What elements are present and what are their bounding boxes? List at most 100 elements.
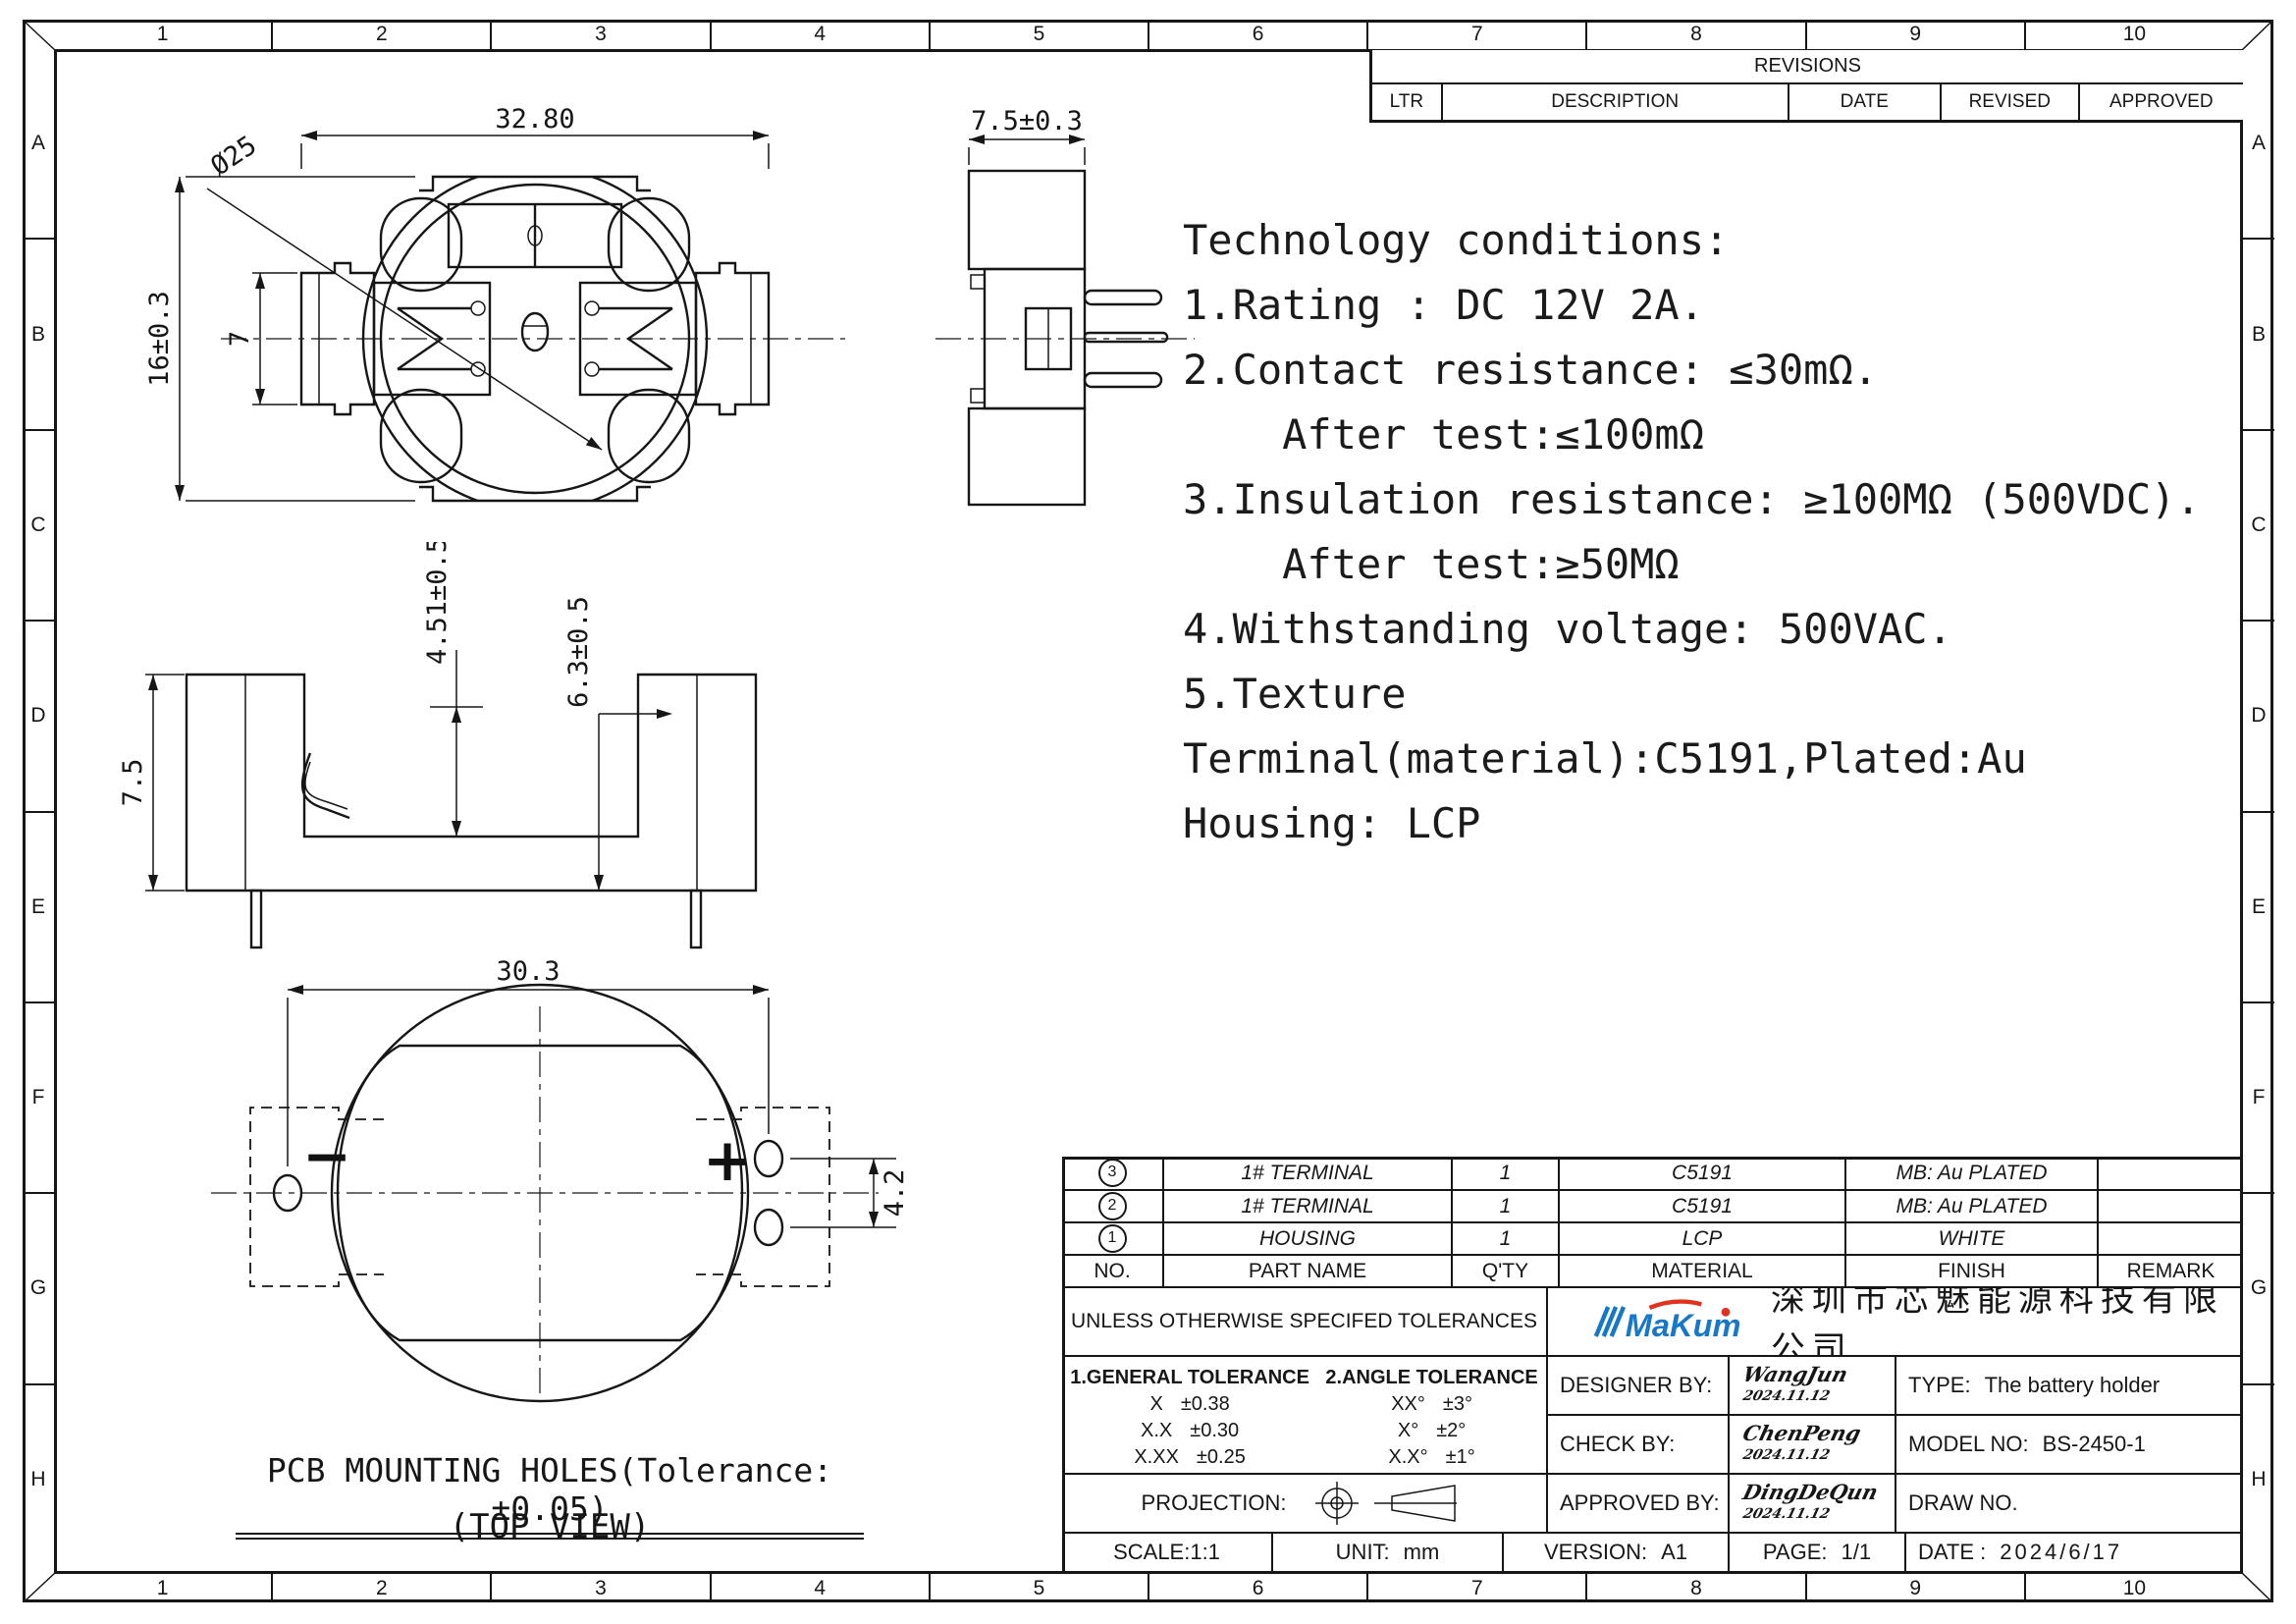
- zone-row-D: D: [2243, 622, 2274, 813]
- zone-col-3: 3: [492, 1574, 712, 1602]
- zone-row-E: E: [23, 813, 54, 1003]
- projection-cell: PROJECTION:: [1062, 1473, 1546, 1532]
- check-signature: ChenPeng 2024.11.12: [1728, 1414, 1895, 1473]
- dim-diameter: Ø25: [205, 130, 262, 182]
- parts-header-remark: REMARK: [2097, 1254, 2243, 1286]
- revisions-col-approved: APPROVED: [2109, 91, 2214, 112]
- dim-terminal-height: 7: [225, 331, 255, 347]
- front-view-drawing: 7.5 4.51±0.5 6.3±0.5: [118, 542, 758, 949]
- part-material-cell: C5191: [1558, 1189, 1844, 1221]
- part-remark-cell: [2097, 1221, 2243, 1254]
- part-no-cell: 2: [1062, 1189, 1162, 1221]
- dim-hole-pitch: 4.2: [880, 1169, 910, 1218]
- parts-header-material: MATERIAL: [1558, 1254, 1844, 1286]
- zone-col-1: 1: [54, 1574, 274, 1602]
- zone-row-C: C: [2243, 431, 2274, 623]
- angle-tolerance-table: 2.ANGLE TOLERANCE XX°±3° X°±2° X.X°±1°: [1325, 1367, 1538, 1468]
- zone-col-8: 8: [1587, 1574, 1807, 1602]
- tech-line: Terminal(material):C5191,Plated:Au: [1183, 734, 2027, 783]
- revisions-col-ltr: LTR: [1372, 84, 1443, 120]
- dim-side-width: 7.5±0.3: [971, 106, 1083, 136]
- approved-signature: DingDeQun 2024.11.12: [1728, 1473, 1895, 1532]
- dim-hole-span: 30.3: [496, 956, 560, 987]
- zone-row-G: G: [2243, 1194, 2274, 1385]
- dim-overall-height: 16±0.3: [144, 291, 175, 387]
- part-finish-cell: MB: Au PLATED: [1844, 1157, 2097, 1189]
- tolerance-note: UNLESS OTHERWISE SPECIFED TOLERANCES: [1062, 1286, 1546, 1355]
- zone-row-A: A: [23, 49, 54, 241]
- tech-line: After test:≥50MΩ: [1183, 540, 1680, 588]
- zone-row-H: H: [2251, 1467, 2267, 1490]
- parts-header-part-name: PART NAME: [1162, 1254, 1451, 1286]
- makumi-logo: MaKumi: [1593, 1299, 1741, 1343]
- pcb-caption: PCB MOUNTING HOLES(Tolerance:±0.05): [236, 1451, 864, 1535]
- page-cell: PAGE: 1/1: [1728, 1532, 1904, 1571]
- version-label: VERSION:: [1543, 1540, 1648, 1564]
- part-qty-cell: 1: [1451, 1221, 1558, 1254]
- unit-cell: UNIT: mm: [1271, 1532, 1502, 1571]
- part-no-cell: 3: [1062, 1157, 1162, 1189]
- zone-col-6: 6: [1149, 1574, 1369, 1602]
- page-value: 1/1: [1841, 1540, 1872, 1564]
- part-material-cell: LCP: [1558, 1221, 1844, 1254]
- projection-label: PROJECTION:: [1141, 1490, 1287, 1515]
- tech-line: 3.Insulation resistance: ≥100MΩ (500VDC)…: [1183, 475, 2201, 523]
- model-no-label: MODEL NO:: [1908, 1432, 2029, 1456]
- parts-table: 3 1# TERMINAL 1 C5191 MB: Au PLATED 2 1#…: [1062, 1157, 2243, 1286]
- dim-front-height: 7.5: [118, 759, 148, 807]
- zone-col-4: 4: [712, 20, 931, 49]
- part-no-cell: 1: [1062, 1221, 1162, 1254]
- designer-by-label: DESIGNER BY:: [1546, 1355, 1728, 1414]
- unit-value: mm: [1403, 1540, 1440, 1564]
- revisions-col-description: DESCRIPTION: [1443, 84, 1789, 120]
- title-block-row-tolnote-logo: UNLESS OTHERWISE SPECIFED TOLERANCES MaK…: [1062, 1286, 2243, 1355]
- tech-line: 2.Contact resistance: ≤30mΩ.: [1183, 346, 1879, 394]
- dim-cavity-depth: 6.3±0.5: [563, 596, 594, 708]
- check-by-label: CHECK BY:: [1546, 1414, 1728, 1473]
- company-cell: MaKumi 深圳市芯魅能源科技有限公司: [1546, 1286, 2243, 1355]
- revisions-title: REVISIONS: [1372, 50, 2243, 84]
- zone-row-B: B: [2243, 240, 2274, 431]
- dim-spring-height: 4.51±0.5: [422, 542, 453, 665]
- zone-col-6: 6: [1149, 20, 1369, 49]
- approved-by-label: APPROVED BY:: [1546, 1473, 1728, 1532]
- tech-line: 1.Rating : DC 12V 2A.: [1183, 281, 1705, 329]
- zone-col-8: 8: [1587, 20, 1807, 49]
- type-cell: TYPE: The battery holder: [1895, 1355, 2243, 1414]
- part-remark-cell: [2097, 1189, 2243, 1221]
- technology-conditions: Technology conditions: 1.Rating : DC 12V…: [1183, 208, 2201, 856]
- page-label: PAGE:: [1762, 1540, 1828, 1564]
- general-tolerance-title: 1.GENERAL TOLERANCE: [1070, 1367, 1309, 1388]
- top-view-drawing: Ø25 32.80 16±0.3 7: [144, 106, 845, 509]
- part-finish-cell: WHITE: [1844, 1221, 2097, 1254]
- zone-row-H: H: [30, 1467, 46, 1490]
- side-view-drawing: 7.5±0.3: [935, 106, 1195, 507]
- polarity-plus: +: [703, 1126, 752, 1195]
- zone-col-10: 10: [2122, 1576, 2147, 1599]
- revisions-table: REVISIONS LTR DESCRIPTION DATE REVISED A…: [1369, 50, 2243, 123]
- date-label: DATE :: [1918, 1540, 1987, 1564]
- zone-col-2: 2: [273, 20, 493, 49]
- zone-col-7: 7: [1368, 20, 1588, 49]
- designer-signature: WangJun 2024.11.12: [1728, 1355, 1895, 1414]
- tech-line: Housing: LCP: [1183, 799, 1481, 847]
- part-name-cell: HOUSING: [1162, 1221, 1451, 1254]
- title-block-row-designer-check: 1.GENERAL TOLERANCE X±0.38 X.X±0.30 X.XX…: [1062, 1355, 2243, 1473]
- part-qty-cell: 1: [1451, 1189, 1558, 1221]
- angle-tolerance-title: 2.ANGLE TOLERANCE: [1325, 1367, 1538, 1388]
- model-no-value: BS-2450-1: [2042, 1432, 2146, 1456]
- tech-line: After test:≤100mΩ: [1183, 410, 1705, 459]
- zone-row-G: G: [23, 1194, 54, 1385]
- pcb-caption-underline: PCB MOUNTING HOLES(Tolerance:±0.05): [236, 1451, 864, 1540]
- zone-row-F: F: [2243, 1003, 2274, 1195]
- projection-symbol: [1315, 1482, 1458, 1525]
- part-name-cell: 1# TERMINAL: [1162, 1189, 1451, 1221]
- zone-row-A: A: [2243, 49, 2274, 241]
- polarity-minus: −: [302, 1122, 351, 1191]
- tech-line: 4.Withstanding voltage: 500VAC.: [1183, 605, 1952, 653]
